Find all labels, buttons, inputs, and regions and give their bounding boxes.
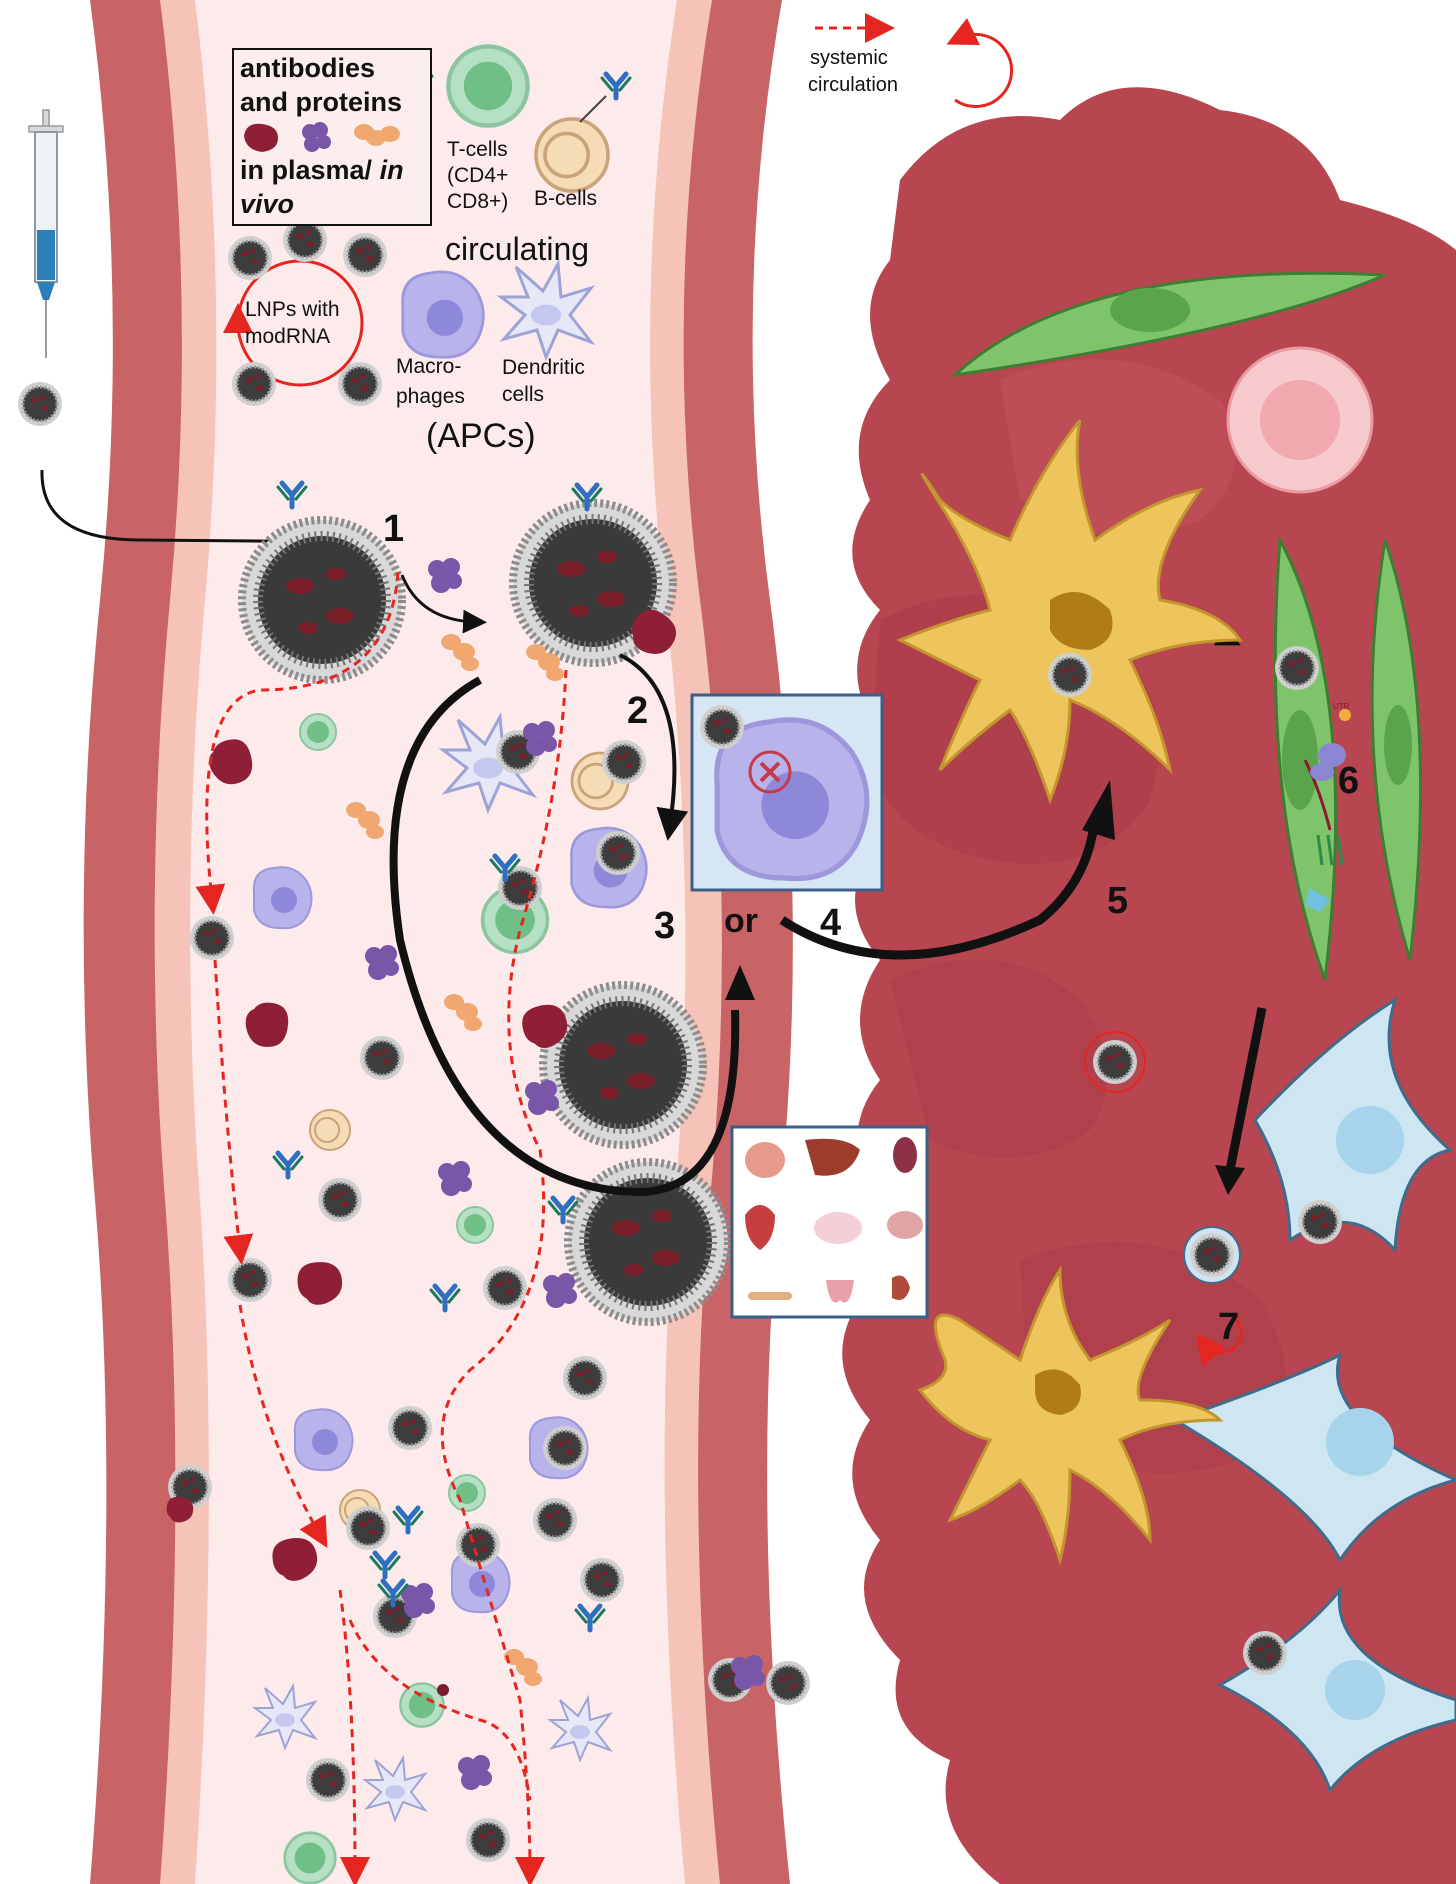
step-5: 5 bbox=[1107, 880, 1129, 922]
macrophage-icon bbox=[401, 270, 485, 359]
t-cell-icon bbox=[448, 46, 527, 125]
lnp-endosome bbox=[1183, 1226, 1241, 1284]
systemic-circulation-paths bbox=[195, 571, 568, 1884]
legend-line2: and proteins bbox=[240, 87, 403, 117]
macrophages-label-1: Macro- bbox=[396, 355, 462, 378]
systemic-line2: circulation bbox=[808, 74, 899, 96]
b-cells-label: B-cells bbox=[534, 187, 598, 210]
lnp-icon bbox=[230, 360, 278, 408]
lnp-icon bbox=[226, 234, 274, 282]
lnp-icon bbox=[16, 380, 64, 428]
lnp-icon bbox=[341, 231, 389, 279]
epithelial-cells bbox=[1171, 996, 1456, 1794]
lnps-label-1: LNPs with bbox=[245, 298, 340, 321]
t-cells-label-1: T-cells bbox=[447, 138, 508, 161]
protein-icon bbox=[244, 122, 400, 152]
legend-line3-text: in plasma/ bbox=[240, 155, 380, 185]
step-6: 6 bbox=[1338, 760, 1360, 802]
t-cells-label-3: CD8+) bbox=[447, 190, 509, 213]
systemic-line1: systemic bbox=[810, 47, 888, 69]
ribosome-icon bbox=[1310, 743, 1346, 781]
vessel-contents bbox=[166, 483, 812, 1884]
circulating-label: circulating bbox=[445, 231, 590, 267]
b-cell-icon bbox=[534, 117, 610, 193]
step-2: 2 bbox=[627, 690, 649, 732]
dendritic-label-2: cells bbox=[502, 383, 545, 406]
syringe-icon bbox=[28, 109, 64, 358]
legend-line3: in plasma/ in bbox=[240, 155, 404, 186]
or-label: or bbox=[724, 902, 758, 940]
step-3: 3 bbox=[654, 905, 676, 947]
step-7: 7 bbox=[1218, 1306, 1240, 1348]
step-1: 1 bbox=[383, 508, 405, 550]
legend-box: antibodies and proteins in plasma/ in vi… bbox=[232, 48, 432, 226]
utr-label: UTR bbox=[1333, 702, 1350, 711]
step-4: 4 bbox=[820, 902, 842, 944]
fibroblast-cell bbox=[950, 271, 1386, 378]
legend-line1: antibodies bbox=[240, 53, 376, 83]
dendritic-label-1: Dendritic bbox=[502, 356, 585, 379]
macrophage-inset bbox=[690, 693, 884, 892]
apcs-label: (APCs) bbox=[426, 417, 536, 455]
tissue-background bbox=[842, 87, 1456, 1884]
organs-icon bbox=[730, 1125, 929, 1319]
legend-line3-italic: in bbox=[379, 155, 404, 185]
muscle-cell bbox=[1273, 534, 1423, 981]
macrophages-label-2: phages bbox=[396, 385, 465, 408]
lnp-icon bbox=[1091, 1038, 1139, 1086]
legend-line4: vivo bbox=[240, 189, 295, 219]
pink-cell bbox=[1226, 346, 1374, 494]
lnps-label-2: modRNA bbox=[245, 325, 331, 348]
dendritic-cell-icon bbox=[896, 419, 1243, 805]
lnp-icon bbox=[336, 360, 384, 408]
dendritic-cell-icon bbox=[917, 1265, 1224, 1566]
t-cells-label-2: (CD4+ bbox=[447, 164, 509, 187]
